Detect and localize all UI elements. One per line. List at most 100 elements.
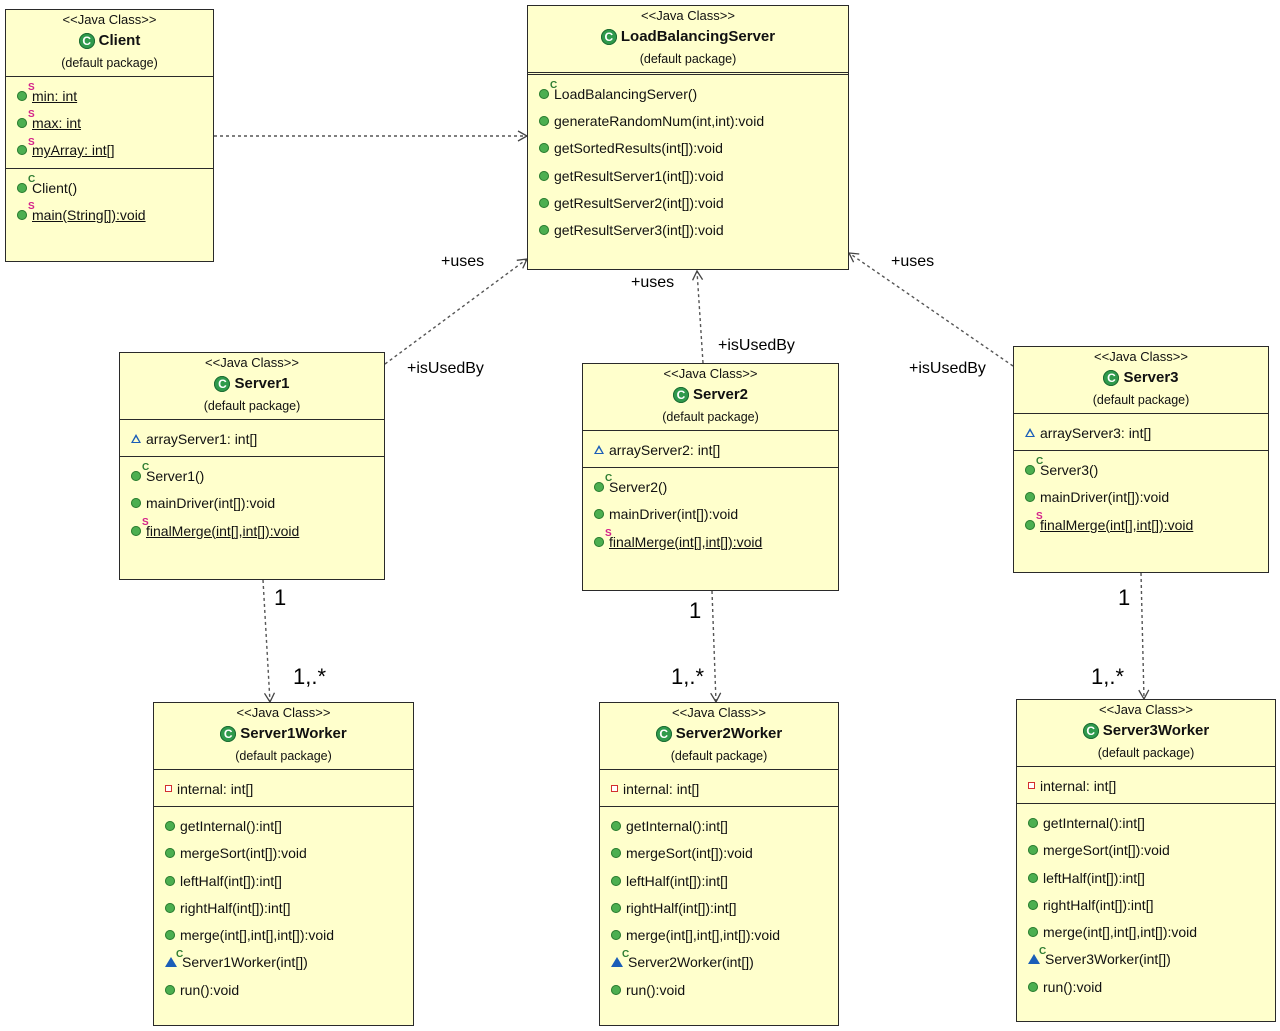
member-signature: merge(int[],int[],int[]):void (1043, 924, 1198, 941)
public-member-icon (1025, 464, 1035, 475)
method-getresultserver1-int-void[interactable]: getResultServer1(int[]):void (528, 162, 848, 189)
public-member-icon (1028, 981, 1038, 992)
method-maindriver-int-void[interactable]: mainDriver(int[]):void (583, 501, 838, 528)
method-run-void[interactable]: run():void (600, 976, 838, 1003)
member-signature: max: int (32, 114, 82, 131)
fields-section: arrayServer2: int[] (583, 431, 838, 469)
field-internal-int[interactable]: internal: int[] (600, 775, 838, 802)
multiplicity-one-server3: 1 (1118, 585, 1131, 610)
member-signature: run():void (626, 981, 686, 998)
method-getresultserver2-int-void[interactable]: getResultServer2(int[]):void (528, 189, 848, 216)
method-lefthalf-int-int[interactable]: leftHalf(int[]):int[] (154, 867, 413, 894)
method-lefthalf-int-int[interactable]: leftHalf(int[]):int[] (1017, 864, 1275, 891)
package-constructor-icon (165, 957, 177, 968)
methods-section: getInternal():int[] mergeSort(int[]):void… (1017, 804, 1275, 1004)
method-generaterandomnum-int-int-void[interactable]: generateRandomNum(int,int):void (528, 107, 848, 134)
method-merge-int-int-int-void[interactable]: merge(int[],int[],int[]):void (1017, 918, 1275, 945)
member-signature: arrayServer2: int[] (609, 441, 721, 458)
method-run-void[interactable]: run():void (154, 976, 413, 1003)
constructor-marker-icon: C (176, 948, 184, 960)
method-righthalf-int-int[interactable]: rightHalf(int[]):int[] (1017, 891, 1275, 918)
uses-label-server3: +uses (891, 253, 935, 270)
method-getresultserver3-int-void[interactable]: getResultServer3(int[]):void (528, 216, 848, 243)
package-label: (default package) (61, 56, 158, 70)
member-signature: getInternal():int[] (1043, 814, 1145, 831)
member-signature: getInternal():int[] (626, 817, 728, 834)
multiplicity-many-worker2: 1,.* (671, 664, 705, 689)
package-label: (default package) (1097, 746, 1195, 760)
public-member-icon (165, 902, 175, 913)
member-signature: Server3Worker(int[]) (1045, 951, 1171, 968)
public-member-icon (611, 930, 621, 941)
method-righthalf-int-int[interactable]: rightHalf(int[]):int[] (600, 894, 838, 921)
member-signature: leftHalf(int[]):int[] (626, 872, 728, 889)
member-signature: internal: int[] (177, 780, 254, 797)
method-maindriver-int-void[interactable]: mainDriver(int[]):void (1014, 484, 1268, 511)
field-internal-int[interactable]: internal: int[] (1017, 772, 1275, 799)
class-icon: C (600, 29, 617, 45)
method-lefthalf-int-int[interactable]: leftHalf(int[]):int[] (600, 867, 838, 894)
method-mergesort-int-void[interactable]: mergeSort(int[]):void (1017, 837, 1275, 864)
public-member-icon (17, 90, 27, 101)
member-signature: mergeSort(int[]):void (180, 845, 307, 862)
field-arrayserver1-int[interactable]: arrayServer1: int[] (120, 425, 384, 452)
fields-section: internal: int[] (600, 770, 838, 808)
class-name: LoadBalancingServer (620, 28, 776, 45)
member-signature: getResultServer2(int[]):void (554, 194, 724, 211)
method-getinternal-int[interactable]: getInternal():int[] (600, 812, 838, 839)
class-icon: C (655, 726, 672, 742)
package-label: (default package) (670, 749, 768, 763)
method-mergesort-int-void[interactable]: mergeSort(int[]):void (154, 840, 413, 867)
method-getinternal-int[interactable]: getInternal():int[] (1017, 809, 1275, 836)
field-arrayserver3-int[interactable]: arrayServer3: int[] (1014, 419, 1268, 446)
field-arrayserver2-int[interactable]: arrayServer2: int[] (583, 436, 838, 463)
public-member-icon (594, 481, 604, 492)
multiplicity-many-worker3: 1,.* (1091, 664, 1125, 689)
method-getinternal-int[interactable]: getInternal():int[] (154, 812, 413, 839)
member-signature: main(String[]):void (32, 206, 146, 223)
static-marker-icon: S (28, 82, 35, 93)
method-merge-int-int-int-void[interactable]: merge(int[],int[],int[]):void (154, 921, 413, 948)
field-internal-int[interactable]: internal: int[] (154, 775, 413, 802)
method-run-void[interactable]: run():void (1017, 973, 1275, 1000)
member-signature: generateRandomNum(int,int):void (554, 112, 765, 129)
method-maindriver-int-void[interactable]: mainDriver(int[]):void (120, 490, 384, 517)
member-signature: min: int (32, 87, 78, 104)
public-member-icon (611, 820, 621, 831)
static-marker-icon: S (605, 527, 612, 539)
method-mergesort-int-void[interactable]: mergeSort(int[]):void (600, 840, 838, 867)
method-righthalf-int-int[interactable]: rightHalf(int[]):int[] (154, 894, 413, 921)
method-merge-int-int-int-void[interactable]: merge(int[],int[],int[]):void (600, 921, 838, 948)
method-getsortedresults-int-void[interactable]: getSortedResults(int[]):void (528, 135, 848, 162)
member-signature: getResultServer1(int[]):void (554, 167, 724, 184)
constructor-marker-icon: C (550, 80, 558, 91)
public-member-icon (594, 509, 604, 520)
